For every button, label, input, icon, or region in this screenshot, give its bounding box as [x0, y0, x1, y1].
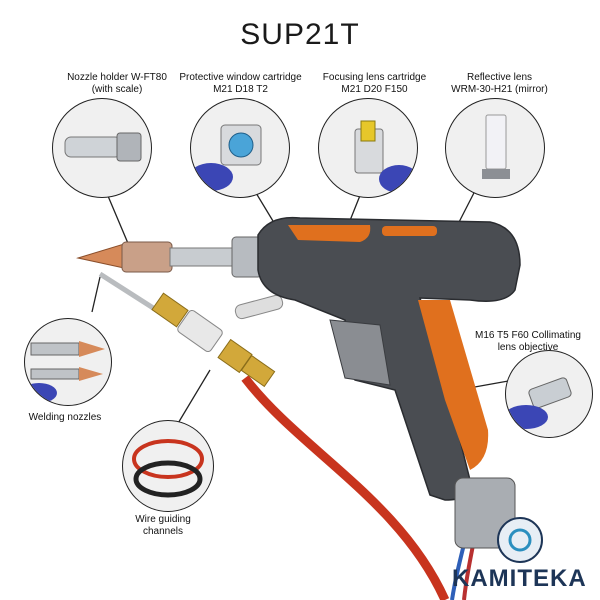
- clamp-lever: [234, 294, 284, 320]
- nozzle-holder-tube: [169, 247, 241, 267]
- gun-body: [257, 216, 521, 501]
- wire-clamp-block: [177, 309, 223, 353]
- copper-nozzle-tip: [76, 243, 125, 269]
- leader-nozzle-holder: [107, 195, 131, 249]
- nozzle-ring: [121, 241, 173, 273]
- brand-logo-icon: [497, 517, 543, 563]
- brass-fitting-3: [240, 354, 276, 388]
- top-accent-rear: [382, 226, 437, 236]
- brass-fitting-1: [151, 292, 189, 328]
- product-title: SUP21T: [240, 18, 360, 51]
- nozzle-holder-label: Nozzle holder W-FT80(with scale): [67, 72, 167, 95]
- top-accent-front: [288, 225, 371, 242]
- welding-nozzles-detail: [24, 318, 112, 406]
- grip-accent: [418, 300, 489, 470]
- welding-nozzles-label: Welding nozzles: [28, 412, 102, 423]
- collimating-lens-detail: [505, 350, 593, 438]
- leader-welding-nozzles: [91, 276, 101, 313]
- trigger: [329, 319, 391, 386]
- nozzle-holder-detail: [52, 98, 152, 198]
- reflective-lens-detail: [445, 98, 545, 198]
- focusing-lens-detail: [318, 98, 418, 198]
- brand-name: KAMITEKA: [452, 565, 587, 592]
- protective-window-detail: [190, 98, 290, 198]
- brand-logo-inner: [508, 528, 532, 552]
- wire-feed-cable: [241, 375, 450, 600]
- wire-guiding-detail: [122, 420, 214, 512]
